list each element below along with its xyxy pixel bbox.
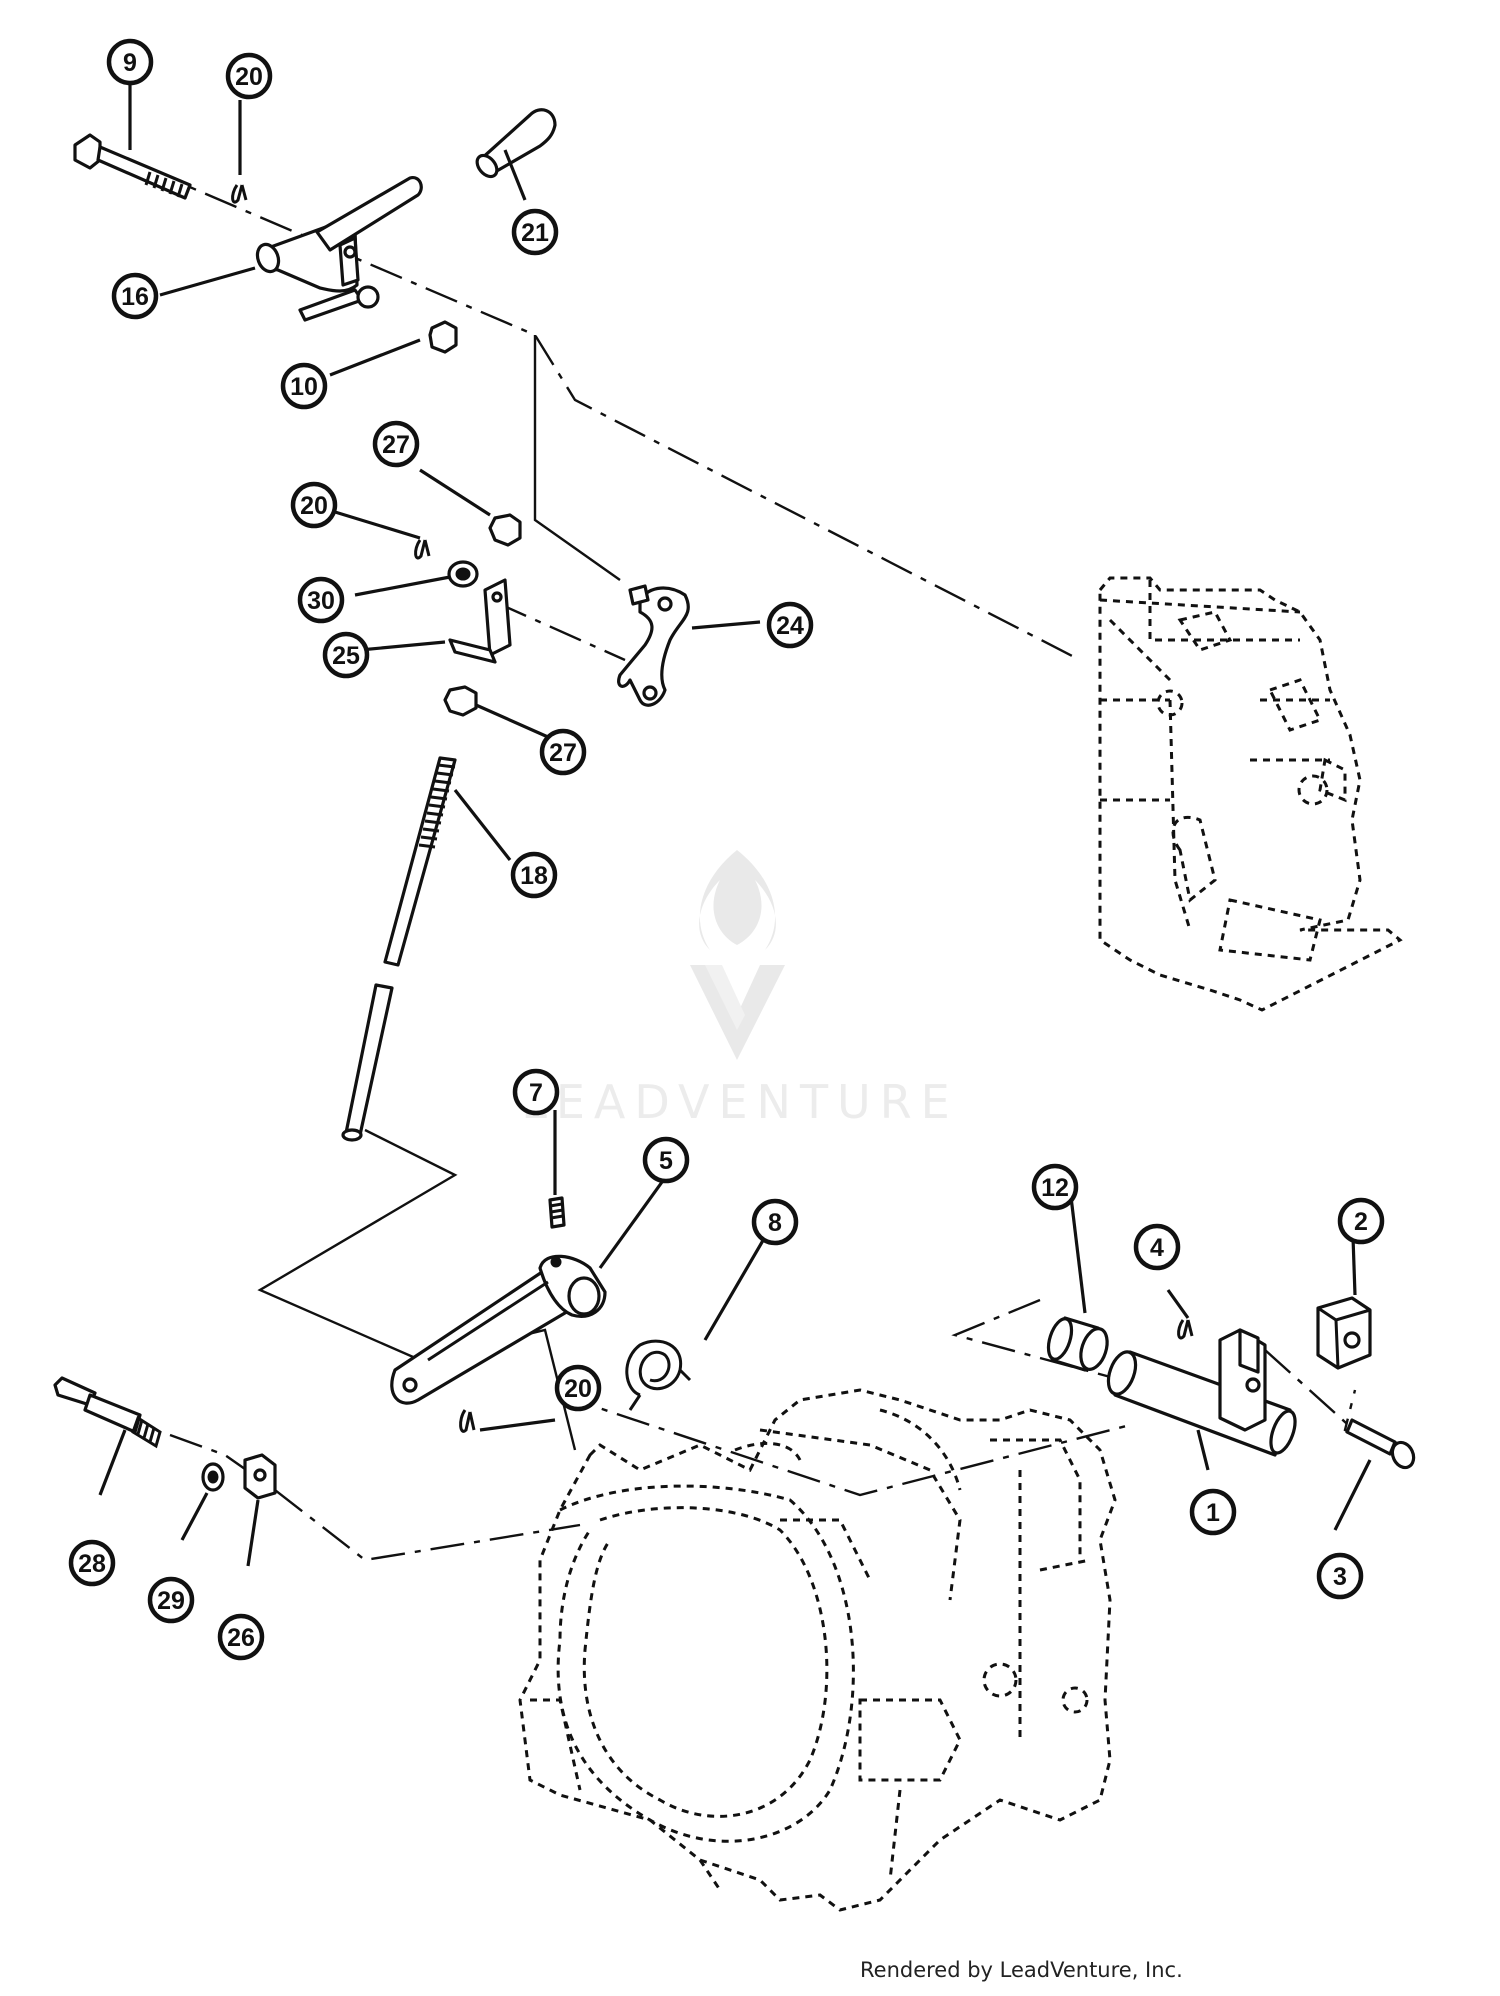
callouts: 9 20 21 16 10 27 20 30 24 25 27 18 7 5 8… <box>68 38 1385 1661</box>
transmission-case-outline <box>518 1388 1117 1912</box>
flame-logo-icon <box>690 850 785 1060</box>
callout-30: 30 <box>297 576 345 624</box>
nut-27-lower <box>443 685 478 717</box>
callout-arrows <box>98 85 1372 1567</box>
hair-pin-20-mid <box>414 539 431 560</box>
svg-text:29: 29 <box>157 1587 185 1615</box>
watermark-text: LEADVENTURE <box>521 1075 959 1129</box>
callout-20: 20 <box>290 481 338 529</box>
callout-29: 29 <box>147 1576 195 1624</box>
callout-16: 16 <box>111 272 159 320</box>
callout-10: 10 <box>280 362 328 410</box>
bracket-25 <box>448 578 512 664</box>
svg-text:16: 16 <box>121 283 149 311</box>
svg-text:27: 27 <box>382 431 410 459</box>
svg-text:27: 27 <box>549 739 577 767</box>
svg-text:8: 8 <box>768 1209 782 1237</box>
callout-25: 25 <box>322 631 370 679</box>
svg-text:18: 18 <box>520 862 548 890</box>
svg-text:3: 3 <box>1333 1563 1347 1591</box>
callout-3: 3 <box>1316 1552 1364 1600</box>
valve-block-outline <box>1098 576 1403 1012</box>
nut-10 <box>428 320 458 354</box>
nut-26 <box>243 1453 277 1500</box>
hair-pin-20-top <box>231 184 248 204</box>
bolt-9 <box>73 133 192 200</box>
svg-text:10: 10 <box>290 373 318 401</box>
svg-text:9: 9 <box>123 49 137 77</box>
callout-9: 9 <box>106 38 154 86</box>
washer-29 <box>201 1462 225 1492</box>
svg-text:4: 4 <box>1150 1234 1164 1262</box>
callout-12: 12 <box>1031 1163 1079 1211</box>
grip-21 <box>475 108 557 179</box>
callout-27: 27 <box>372 420 420 468</box>
callout-5: 5 <box>642 1136 690 1184</box>
hair-pin-20-low <box>459 1409 476 1433</box>
pin-3 <box>1345 1418 1416 1470</box>
callout-21: 21 <box>511 208 559 256</box>
svg-text:1: 1 <box>1206 1499 1220 1527</box>
stud-28 <box>53 1376 162 1449</box>
svg-text:30: 30 <box>307 587 335 615</box>
svg-text:21: 21 <box>521 219 549 247</box>
callout-20: 20 <box>225 52 273 100</box>
callout-20: 20 <box>554 1364 602 1412</box>
svg-text:2: 2 <box>1354 1208 1368 1236</box>
hair-pin-4 <box>1177 1319 1194 1340</box>
callout-27: 27 <box>539 728 587 776</box>
watermark: LEADVENTURE <box>521 850 959 1129</box>
shaft-1 <box>1106 1328 1297 1457</box>
svg-text:20: 20 <box>564 1375 592 1403</box>
callout-4: 4 <box>1133 1223 1181 1271</box>
svg-text:5: 5 <box>659 1147 673 1175</box>
rod-18 <box>341 756 457 1142</box>
lever-16 <box>255 175 423 322</box>
svg-text:12: 12 <box>1041 1174 1069 1202</box>
svg-text:25: 25 <box>332 642 360 670</box>
svg-text:7: 7 <box>529 1079 543 1107</box>
washer-30 <box>447 560 479 588</box>
nut-27-top <box>488 513 522 547</box>
spring-8 <box>625 1339 692 1411</box>
svg-text:20: 20 <box>235 63 263 91</box>
callout-7: 7 <box>512 1068 560 1116</box>
svg-text:20: 20 <box>300 492 328 520</box>
svg-text:24: 24 <box>776 612 804 640</box>
callout-24: 24 <box>766 601 814 649</box>
callout-18: 18 <box>510 851 558 899</box>
callout-28: 28 <box>68 1539 116 1587</box>
svg-text:26: 26 <box>227 1624 255 1652</box>
callout-26: 26 <box>217 1613 265 1661</box>
svg-text:28: 28 <box>78 1550 106 1578</box>
bushing-12 <box>1046 1316 1109 1372</box>
render-credit: Rendered by LeadVenture, Inc. <box>860 1958 1183 1982</box>
callout-1: 1 <box>1189 1488 1237 1536</box>
arm-24 <box>617 584 690 707</box>
lever-5 <box>390 1254 607 1405</box>
block-2 <box>1316 1296 1372 1370</box>
set-screw-7 <box>548 1196 566 1229</box>
callout-2: 2 <box>1337 1197 1385 1245</box>
callout-8: 8 <box>751 1198 799 1246</box>
